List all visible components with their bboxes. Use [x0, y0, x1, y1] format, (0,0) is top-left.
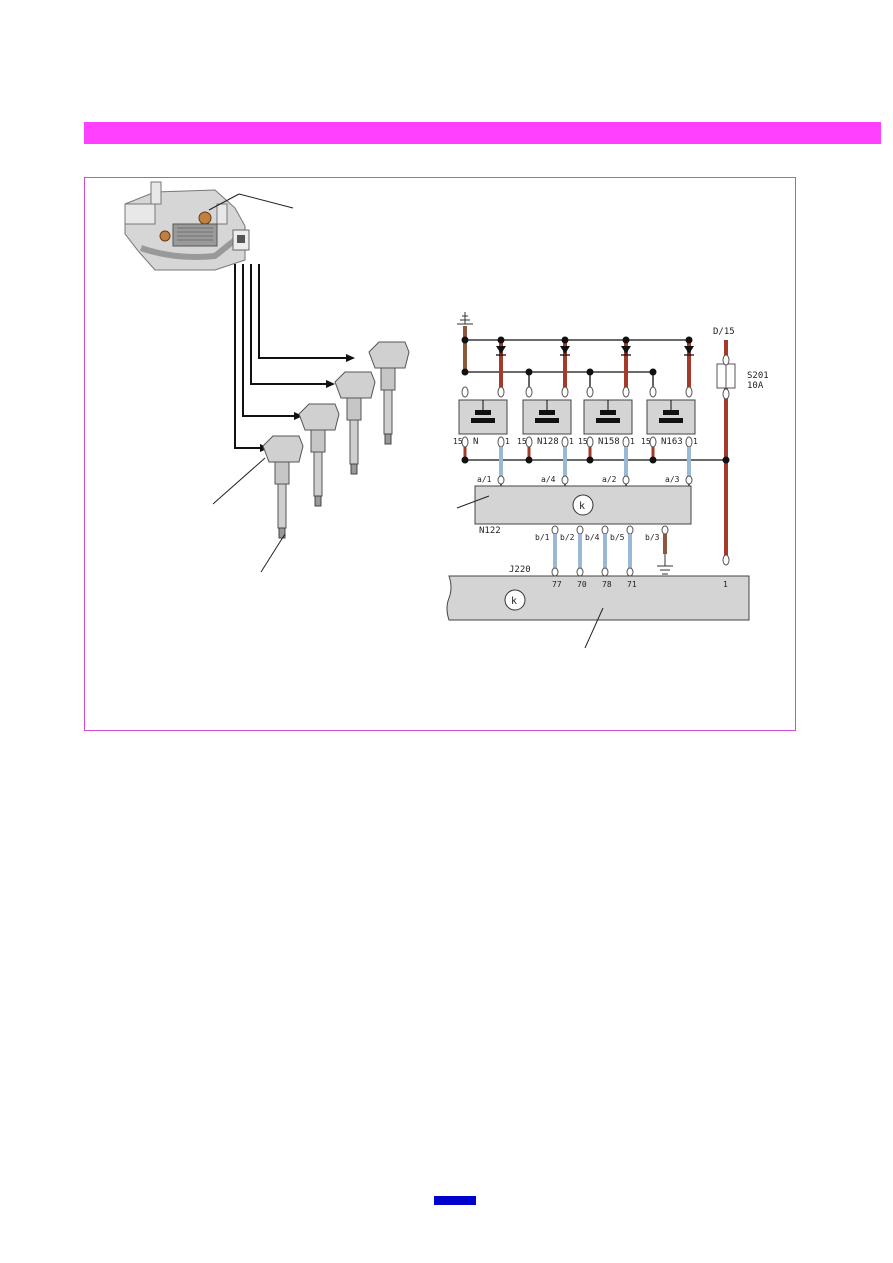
coil-pin-15-label: 15	[641, 437, 651, 446]
coil-connector-label: a/2	[602, 475, 617, 484]
control-unit-name: J220	[509, 565, 531, 575]
b-connector-label: b/4	[585, 533, 600, 542]
ecu-pin-label: 78	[602, 580, 612, 589]
coil-name-label: N163	[661, 437, 683, 447]
coil-pin-15-label: 15	[453, 437, 463, 446]
b-connector-oval	[551, 525, 559, 535]
ecu-pin-label: 1	[723, 580, 728, 589]
coil-name-label: N158	[598, 437, 620, 447]
b-connector-oval	[661, 525, 669, 535]
signal-arrows	[234, 264, 349, 449]
coil-circuit-2	[522, 336, 572, 486]
b-connector-oval	[626, 525, 634, 535]
b-connector-label: b/3	[645, 533, 660, 542]
control-unit-k: k	[511, 596, 517, 607]
coil-connector-label: a/3	[665, 475, 680, 484]
b-connector-label: b/1	[535, 533, 550, 542]
ecu-pin-label: 70	[577, 580, 587, 589]
ignition-system-diagram: D/15 S201 10A 15 1 Na/1 15 1 N128 a/4 15 1 N158 a/…	[124, 181, 769, 649]
coil-circuit-3	[583, 336, 633, 486]
ignition-coil-illustrations	[262, 341, 410, 539]
control-unit-block	[446, 575, 750, 621]
b-connector-label: b/5	[610, 533, 625, 542]
b-connector-oval	[601, 525, 609, 535]
coil-circuit-4	[646, 336, 696, 486]
coil-pin-1-label: 1	[569, 437, 574, 446]
control-unit-symbol	[504, 589, 526, 611]
coil-pin-1-label: 1	[505, 437, 510, 446]
output-stage-k: k	[579, 501, 585, 512]
leader-line-spark-plug	[260, 533, 286, 573]
fuse-label: S201	[747, 371, 769, 381]
ecu-pin-label: 77	[552, 580, 562, 589]
output-stage-illustration	[124, 181, 250, 271]
leader-line-output-stage	[208, 193, 240, 211]
b-connector-oval	[576, 525, 584, 535]
leader-line-output-stage-2	[238, 193, 294, 209]
coil-pin-15-label: 15	[578, 437, 588, 446]
coil-pin-15-label: 15	[517, 437, 527, 446]
coil-name-label: N	[473, 437, 478, 447]
fuse-rating: 10A	[747, 381, 764, 391]
coil-circuit-1	[458, 336, 508, 486]
leader-line-control-unit	[584, 607, 604, 649]
leader-line-coil	[212, 457, 266, 505]
coil-connector-label: a/1	[477, 475, 492, 484]
output-stage-symbol	[572, 494, 594, 516]
header-bar	[84, 122, 881, 144]
circuit-schematic	[446, 312, 750, 649]
leader-line-output-stage-schematic	[456, 495, 490, 509]
ecu-pin-label: 71	[627, 580, 637, 589]
arrow-heads	[260, 354, 355, 452]
supply-label: D/15	[713, 327, 735, 337]
page-marker	[434, 1196, 476, 1205]
coil-connector-label: a/4	[541, 475, 556, 484]
b-connector-label: b/2	[560, 533, 575, 542]
coil-name-label: N128	[537, 437, 559, 447]
coil-pin-1-label: 1	[630, 437, 635, 446]
output-stage-name: N122	[479, 526, 501, 536]
coil-pin-1-label: 1	[693, 437, 698, 446]
